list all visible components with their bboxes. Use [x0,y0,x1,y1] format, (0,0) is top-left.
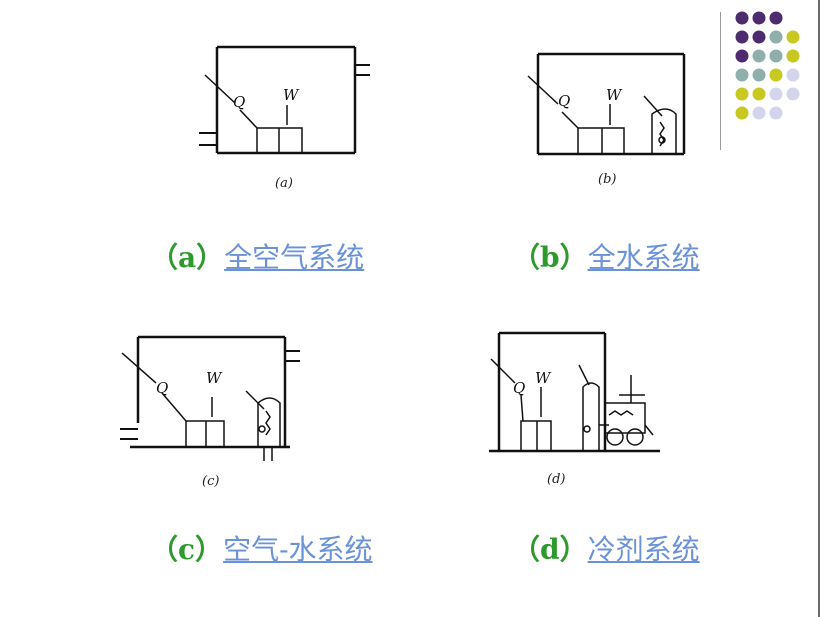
diagram-a-w-label: W [283,86,300,104]
diagram-a-sublabel: (a) [275,176,293,191]
decorative-dot [735,87,749,101]
caption-a: （a）全空气系统 [150,236,364,276]
decorative-dot [769,87,783,101]
decorative-dot-grid [735,11,800,120]
right-edge-line [818,0,820,617]
diagram-b-sublabel: (b) [598,172,616,187]
caption-d-code: （d） [512,533,588,566]
diagram-c-w-label: W [206,369,223,387]
decorative-dot [735,68,749,82]
decorative-dot [752,87,766,101]
diagram-b-q-label: Q [558,92,570,110]
diagram-d-w-label: W [535,369,552,387]
diagram-c-sublabel: (c) [202,474,219,489]
decorative-dot [769,11,783,25]
caption-c-code: （c） [150,533,224,566]
decorative-dot [752,68,766,82]
decorative-dot [769,68,783,82]
link-all-air-system[interactable]: 全空气系统 [224,241,365,274]
decorative-dot [735,11,749,25]
diagram-a-q-label: Q [233,93,245,111]
decorative-dot [786,30,800,44]
decorative-dot [786,87,800,101]
decorative-dot [735,106,749,120]
caption-c: （c）空气-水系统 [150,528,373,568]
decorative-dot [769,30,783,44]
diagram-b-w-label: W [606,86,623,104]
link-air-water-system[interactable]: 空气-水系统 [223,533,373,566]
decorative-dot [752,49,766,63]
caption-b: （b）全水系统 [512,236,700,276]
link-refrigerant-system[interactable]: 冷剂系统 [587,533,700,566]
diagram-c-q-label: Q [156,379,168,397]
decorative-dot [786,68,800,82]
link-all-water-system[interactable]: 全水系统 [587,241,700,274]
caption-b-code: （b） [512,241,588,274]
decorative-dot [752,106,766,120]
diagram-d-refrigerant: Q W (d) [489,331,660,487]
caption-d: （d）冷剂系统 [512,528,700,568]
diagram-d-sublabel: (d) [547,472,565,487]
diagram-b-all-water: Q W (b) [527,52,686,187]
decorative-dot [769,49,783,63]
decorative-dot [735,30,749,44]
decorative-dot [769,106,783,120]
decorative-dot [786,49,800,63]
caption-a-code: （a） [150,241,225,274]
decorative-dot [752,11,766,25]
diagram-a-all-air: Q W (a) [199,45,370,191]
diagram-c-air-water: Q W (c) [120,335,300,489]
divider-line [720,12,721,150]
diagram-d-q-label: Q [513,379,525,397]
decorative-dot [735,49,749,63]
decorative-dot [752,30,766,44]
